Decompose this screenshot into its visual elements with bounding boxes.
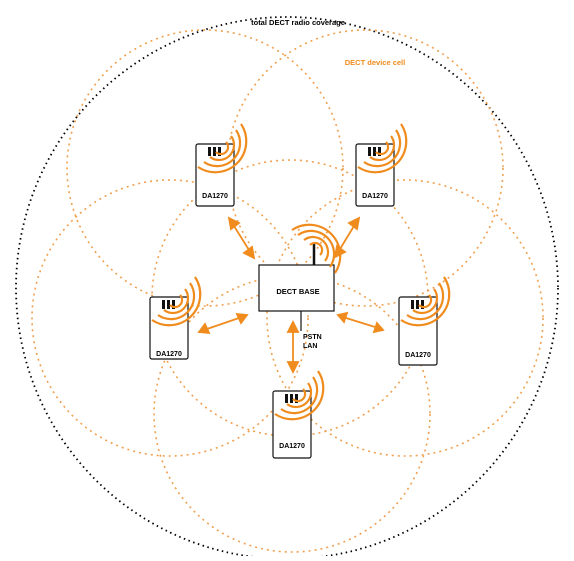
cell-title: DECT device cell	[345, 58, 405, 67]
link-arrow-mid-right	[336, 311, 385, 334]
device-label: DA1270	[362, 193, 388, 200]
coverage-title: total DECT radio coverage	[251, 18, 345, 27]
device-cell-mid-right	[266, 179, 544, 457]
device-mid-right: DA1270	[398, 275, 451, 366]
device-bottom: DA1270	[272, 369, 325, 459]
device-label: DA1270	[405, 352, 431, 359]
device-body	[398, 296, 438, 366]
link-arrow-top-left	[227, 216, 256, 260]
device-label: DA1270	[202, 193, 228, 200]
device-label: DA1270	[156, 351, 182, 358]
device-keypad-icon	[411, 300, 424, 309]
device-body	[272, 390, 312, 459]
link-arrow-mid-left	[197, 312, 249, 335]
device-cell-top-left	[66, 29, 344, 307]
device-keypad-icon	[368, 147, 381, 156]
dect-base: DECT BASE PSTN LAN	[258, 223, 342, 350]
link-arrow-top-right	[333, 216, 361, 259]
device-top-right: DA1270	[355, 122, 408, 207]
device-top-left: DA1270	[195, 122, 248, 207]
device-cell-mid-left	[31, 179, 309, 457]
dect-base-label: DECT BASE	[276, 287, 319, 296]
uplink-label-lan: LAN	[303, 343, 317, 350]
uplink-label-pstn: PSTN	[303, 334, 322, 341]
radio-links	[197, 216, 385, 375]
device-keypad-icon	[208, 147, 221, 156]
link-arrow-bottom	[286, 319, 300, 375]
device-cell-bottom	[153, 275, 431, 553]
device-mid-left: DA1270	[149, 275, 202, 360]
dect-base-box	[258, 264, 335, 312]
device-keypad-icon	[285, 394, 298, 403]
device-label: DA1270	[279, 443, 305, 450]
device-keypad-icon	[162, 300, 175, 309]
